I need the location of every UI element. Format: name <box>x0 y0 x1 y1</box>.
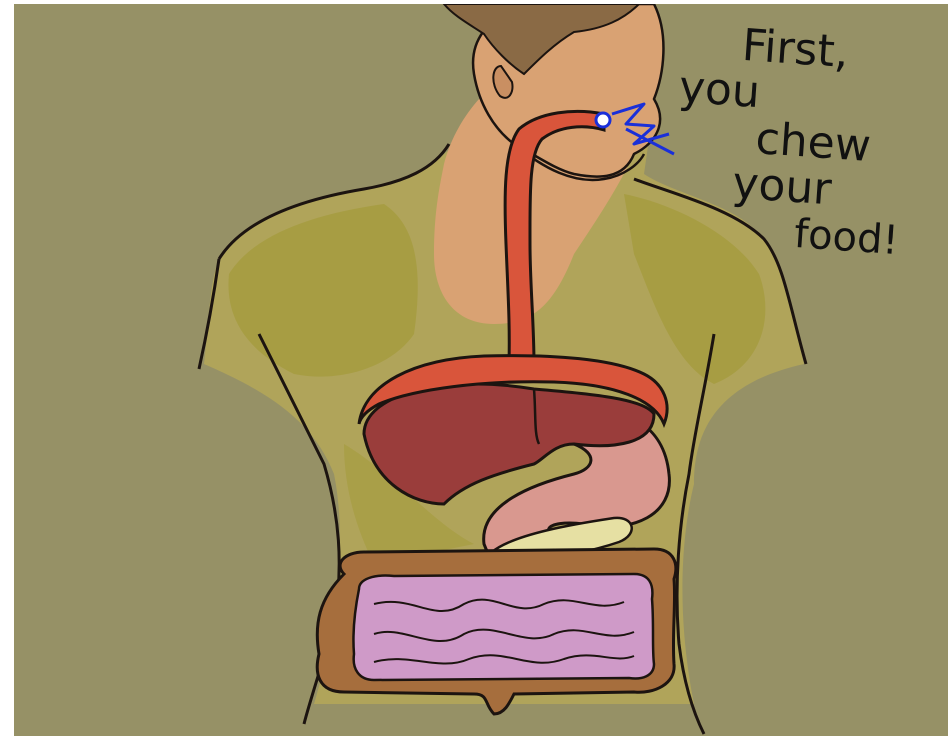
illustration-canvas: First, you chew your food! <box>14 4 948 736</box>
small-intestine <box>353 574 654 680</box>
caption-line-5: food! <box>793 211 921 266</box>
handwritten-caption: First, you chew your food! <box>658 18 933 266</box>
